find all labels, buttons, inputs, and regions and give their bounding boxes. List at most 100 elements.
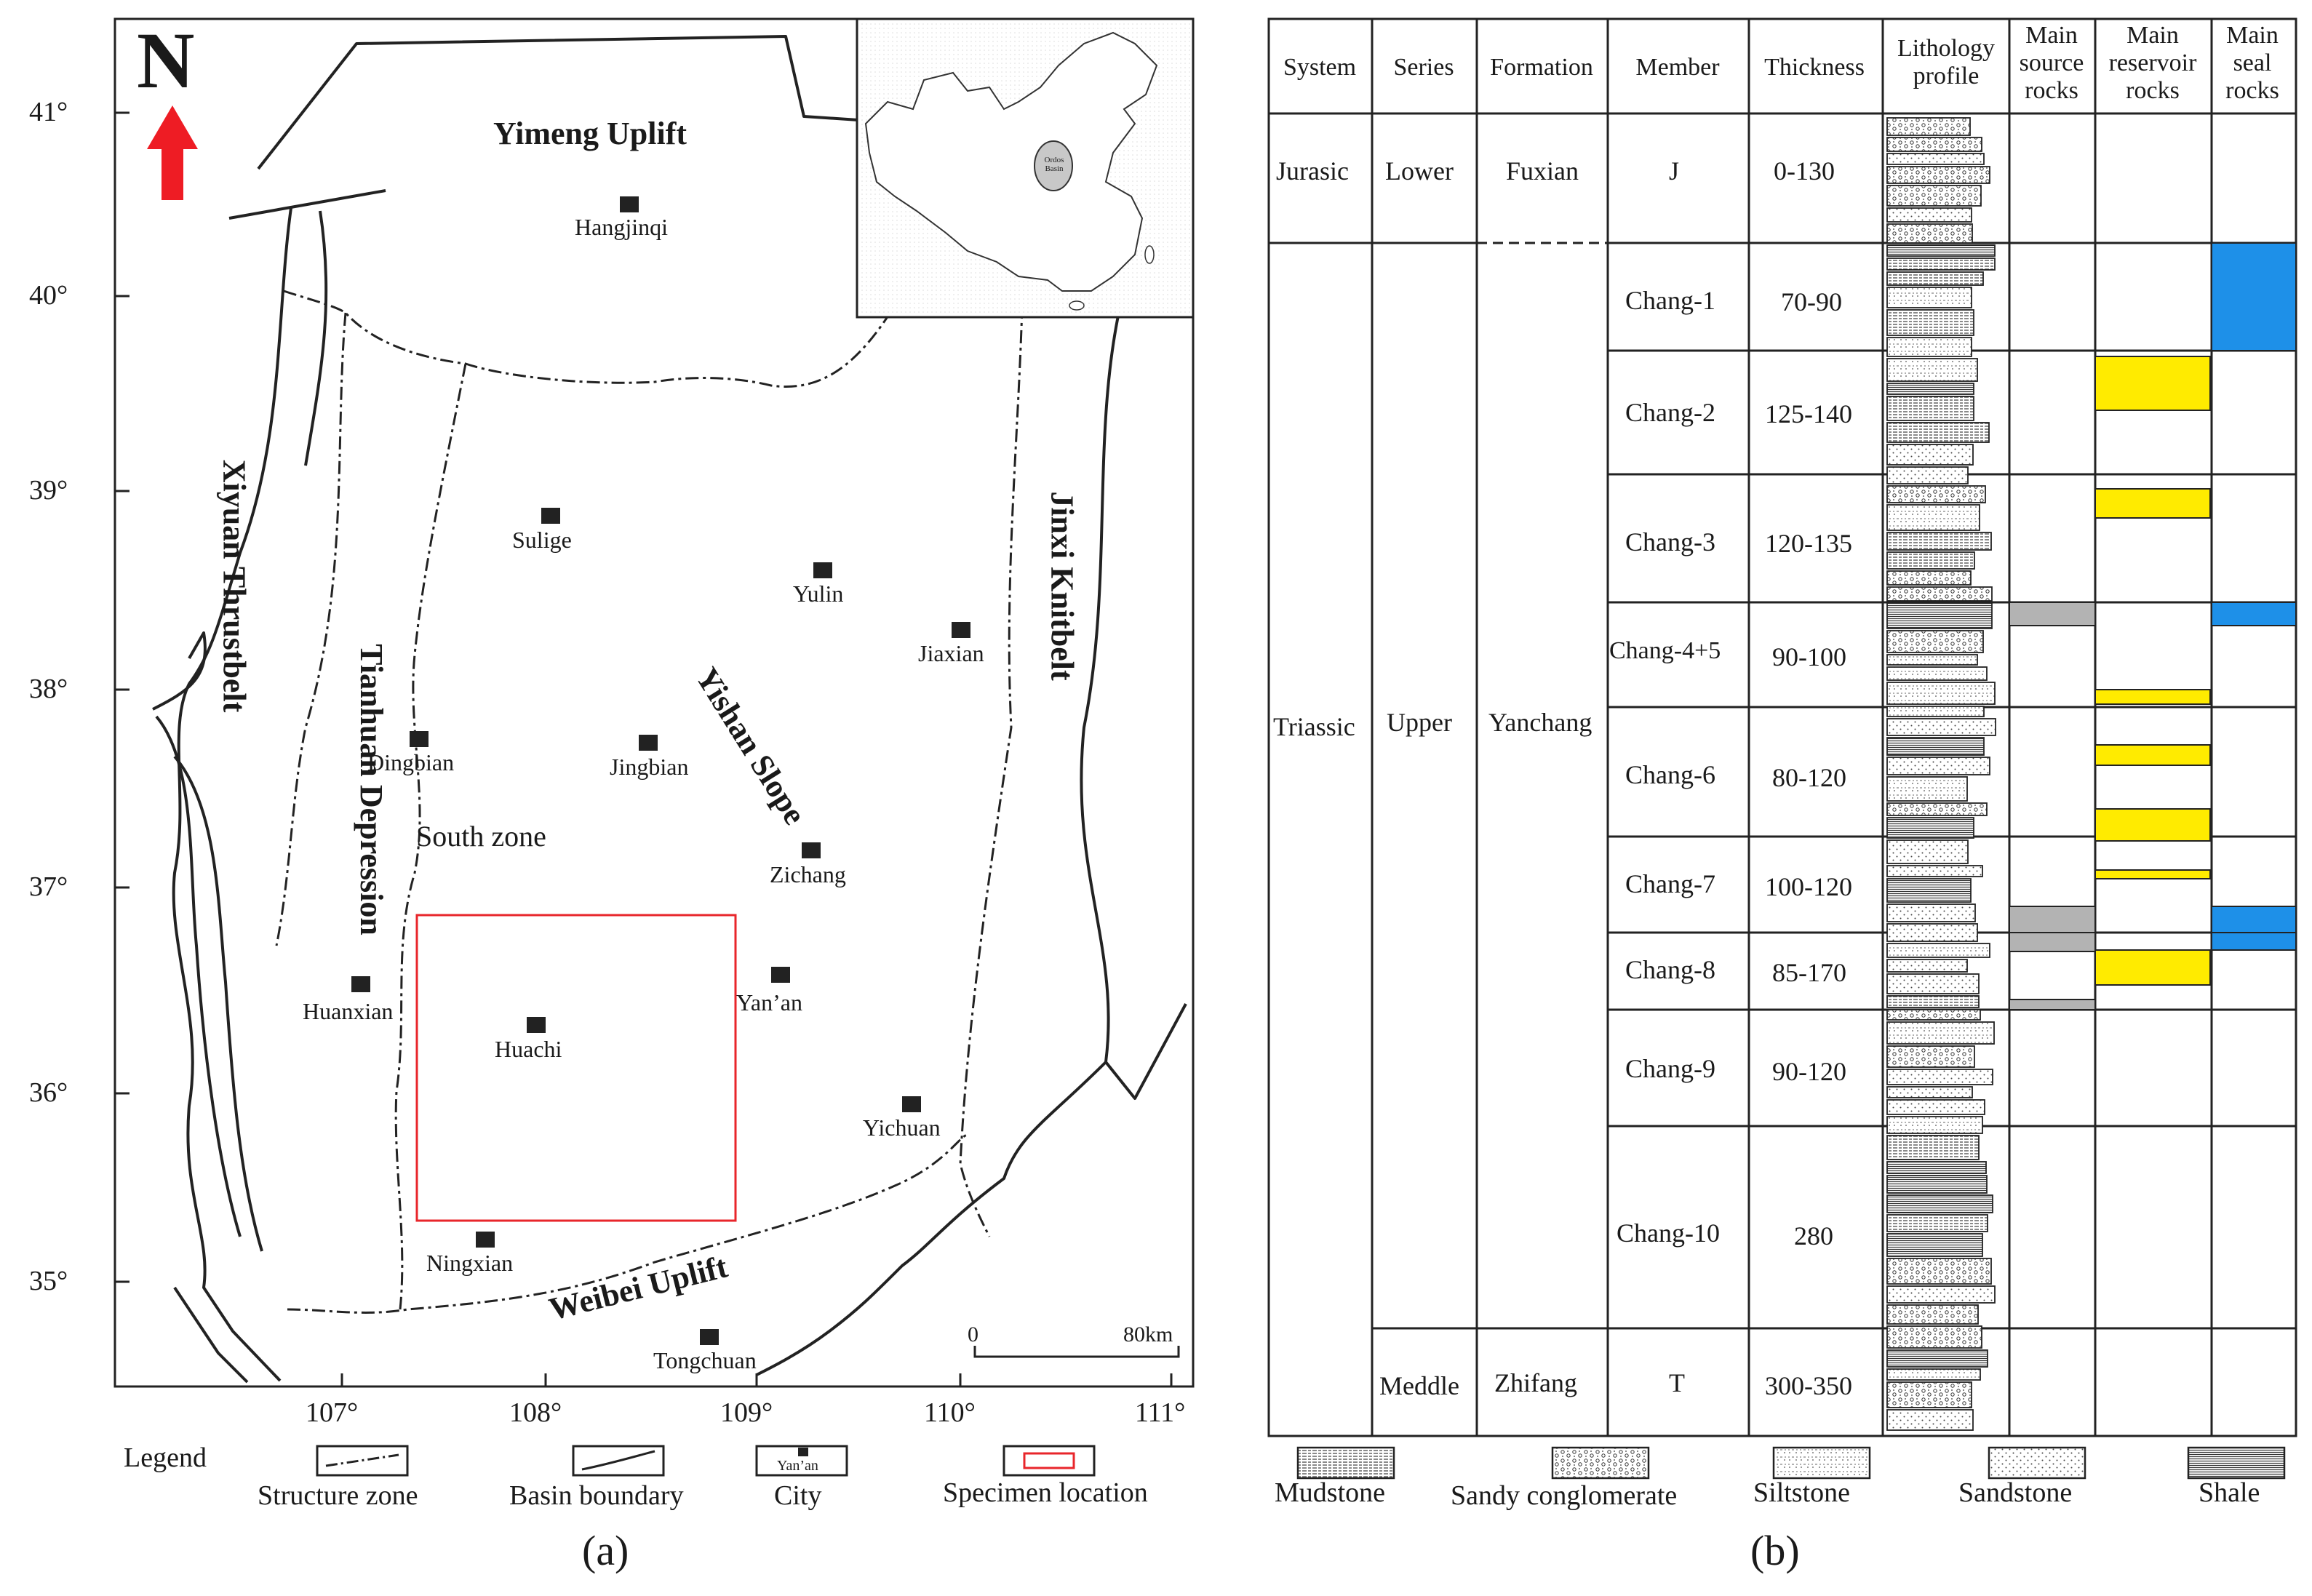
city-label-ningxian: Ningxian — [426, 1250, 514, 1276]
thickness-chang6: 80-120 — [1772, 763, 1846, 792]
legend-siltstone-swatch — [1772, 1446, 1871, 1480]
header-system: System — [1283, 54, 1357, 81]
lithology-bed — [1886, 223, 1973, 244]
lithology-bed — [1886, 1233, 1983, 1257]
lon-label-108: 108° — [509, 1397, 562, 1428]
member-chang10: Chang-10 — [1617, 1218, 1720, 1248]
lithology-bed — [1886, 718, 1996, 736]
legend-basin-boundary-label: Basin boundary — [509, 1480, 684, 1511]
thickness-chang1: 70-90 — [1781, 287, 1842, 316]
lithology-bed — [1886, 630, 1984, 653]
legend-city-sample: Yan’an — [777, 1458, 818, 1474]
lithology-bed — [1886, 1285, 1996, 1304]
north-label: N — [137, 16, 195, 105]
lithology-bed — [1886, 466, 1969, 484]
lithology-bed — [1886, 358, 1978, 382]
region-yimeng-uplift: Yimeng Uplift — [493, 116, 687, 151]
city-marker-yichuan — [902, 1096, 921, 1112]
lithology-bed — [1886, 1304, 1979, 1325]
lithology-bed — [1886, 923, 1978, 942]
main-source-rock-interval — [2009, 999, 2096, 1010]
lithology-bed — [1886, 504, 1980, 531]
lithology-bed — [1886, 959, 1968, 973]
city-label-huanxian: Huanxian — [303, 998, 394, 1024]
scale-end: 80km — [1123, 1322, 1173, 1346]
lithology-bed — [1886, 706, 1985, 717]
inset-china-outline — [864, 31, 1158, 292]
member-chang1: Chang-1 — [1625, 286, 1715, 315]
region-tianhuan-depression: Tianhuan Depression — [353, 644, 389, 935]
lithology-bed — [1886, 207, 1972, 223]
member-chang45: Chang-4+5 — [1609, 637, 1721, 664]
city-label-jingbian: Jingbian — [610, 754, 689, 780]
formation-zhifang: Zhifang — [1494, 1368, 1577, 1397]
header-thickness: Thickness — [1764, 54, 1865, 81]
lithology-bed — [1886, 757, 1990, 775]
legend-conglomerate-swatch — [1551, 1446, 1650, 1480]
lithology-bed — [1886, 570, 1972, 586]
lithology-bed — [1886, 817, 1974, 839]
legend-conglomerate-label: Sandy conglomerate — [1451, 1480, 1678, 1511]
thickness-chang10: 280 — [1794, 1221, 1833, 1250]
lithology-bed — [1886, 865, 1983, 877]
lithology-bed — [1886, 444, 1974, 466]
legend-siltstone-label: Siltstone — [1753, 1477, 1851, 1508]
city-marker-jiaxian — [952, 622, 970, 638]
formation-yanchang: Yanchang — [1488, 708, 1593, 737]
lithology-bed — [1886, 396, 1974, 421]
north-arrow — [147, 105, 198, 200]
lithology-bed — [1886, 337, 1972, 357]
lithology-bed — [1886, 551, 1975, 570]
region-jinxi-knitbelt: Jinxi Knitbelt — [1044, 491, 1080, 681]
legend-shale-swatch — [2187, 1446, 2286, 1480]
formation-fuxian: Fuxian — [1506, 156, 1579, 185]
legend-city-marker — [798, 1448, 808, 1456]
lithology-bed — [1886, 586, 1993, 602]
member-chang6: Chang-6 — [1625, 760, 1715, 789]
series-meddle: Meddle — [1379, 1371, 1459, 1400]
header-reservoir: Main reservoir rocks — [2108, 22, 2197, 104]
header-series: Series — [1393, 54, 1454, 81]
legend-basin-boundary-box — [572, 1445, 665, 1477]
city-marker-huanxian — [351, 976, 370, 992]
thickness-chang7: 100-120 — [1765, 872, 1852, 901]
legend-sandstone-label: Sandstone — [1958, 1477, 2073, 1508]
member-chang2: Chang-2 — [1625, 398, 1715, 427]
scale-start: 0 — [968, 1322, 978, 1346]
thickness-chang8: 85-170 — [1772, 958, 1846, 987]
city-label-yulin: Yulin — [793, 580, 844, 607]
lat-label-35: 35° — [29, 1266, 68, 1296]
thickness-chang3: 120-135 — [1765, 529, 1852, 558]
city-label-yanan: Yan’an — [736, 989, 802, 1016]
lithology-bed — [1886, 1409, 1974, 1431]
legend-structure-zone-label: Structure zone — [258, 1480, 418, 1511]
main-reservoir-rock-interval — [2094, 869, 2211, 879]
lithology-bed — [1886, 973, 1980, 994]
lithology-bed — [1886, 1381, 1972, 1408]
legend-mudstone-swatch — [1296, 1446, 1395, 1480]
city-label-sulige: Sulige — [512, 527, 572, 553]
city-marker-yanan — [771, 967, 790, 983]
region-xiyuan-thrustbelt: Xiyuan Thrustbelt — [216, 459, 252, 713]
legend-structure-zone-box — [316, 1445, 409, 1477]
legend-city-box — [755, 1445, 848, 1477]
main-reservoir-rock-interval — [2094, 689, 2211, 705]
legend-specimen-label: Specimen location — [943, 1477, 1148, 1508]
main-source-rock-interval — [2009, 602, 2096, 626]
lithology-bed — [1886, 1214, 1988, 1232]
lithology-bed — [1886, 666, 1988, 681]
lat-label-37: 37° — [29, 871, 68, 902]
inset-hainan — [1069, 300, 1085, 311]
member-chang7: Chang-7 — [1625, 869, 1715, 898]
inset-basin-label: Ordos Basin — [1044, 156, 1064, 173]
city-marker-zichang — [802, 842, 821, 858]
city-markers — [351, 196, 970, 1345]
lithology-bed — [1886, 1116, 1983, 1134]
lithology-bed — [1886, 602, 1993, 629]
city-marker-jingbian — [639, 735, 658, 751]
panel-label-b: (b) — [1750, 1527, 1800, 1574]
lithology-bed — [1886, 943, 1990, 958]
thickness-chang2: 125-140 — [1765, 399, 1852, 428]
